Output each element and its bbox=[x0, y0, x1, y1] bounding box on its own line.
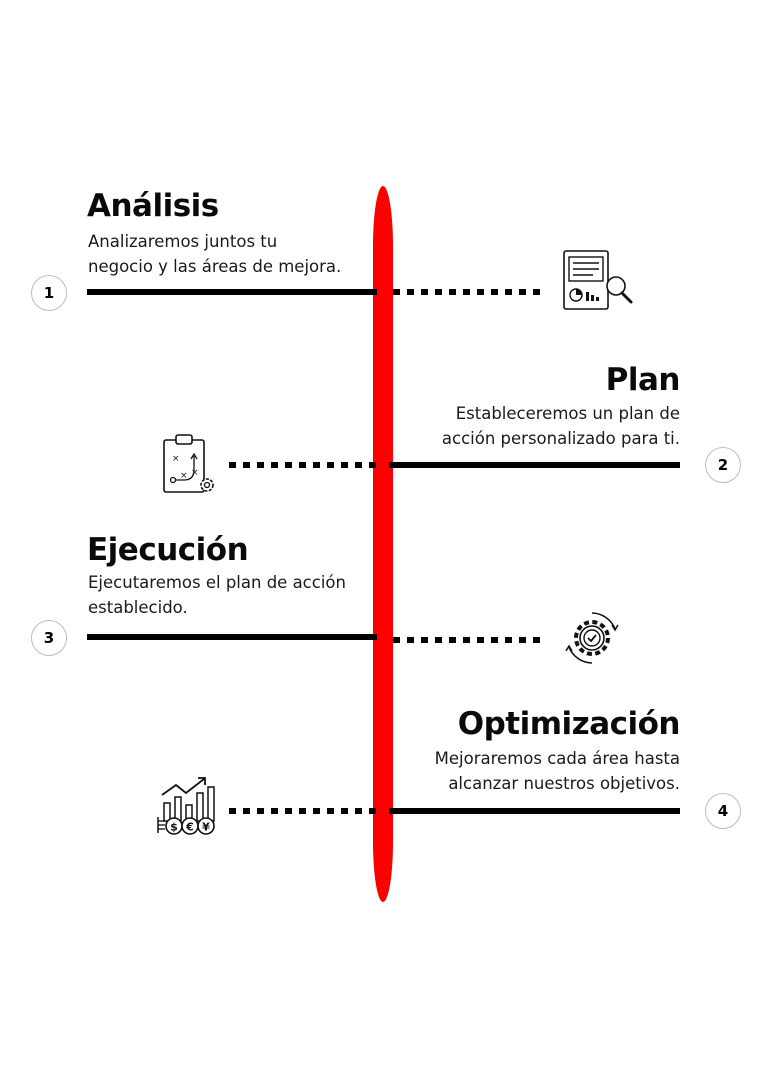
svg-text:×: × bbox=[180, 471, 188, 481]
svg-text:×: × bbox=[191, 468, 199, 478]
step-2-dotted-connector bbox=[229, 462, 377, 468]
step-3-number-badge: 3 bbox=[31, 620, 67, 656]
step-1-description: Analizaremos juntos tu negocio y las áre… bbox=[88, 232, 342, 276]
growth-chart-coins-icon: $ € ¥ bbox=[157, 777, 215, 835]
euro-symbol: € bbox=[185, 821, 194, 834]
step-4-dotted-connector bbox=[229, 808, 377, 814]
timeline-spine bbox=[373, 186, 393, 902]
step-4-description: Mejoraremos cada área hasta alcanzar nue… bbox=[434, 749, 680, 793]
step-3-connector-line bbox=[87, 634, 377, 640]
step-1-dotted-connector bbox=[393, 289, 541, 295]
step-2-connector-line bbox=[389, 462, 680, 468]
step-2-title: Plan bbox=[605, 362, 681, 398]
step-1-connector-line bbox=[87, 289, 377, 295]
step-3-dotted-connector bbox=[393, 637, 541, 643]
report-analysis-icon bbox=[563, 250, 633, 310]
dollar-symbol: $ bbox=[170, 821, 178, 834]
gear-check-icon bbox=[565, 612, 619, 664]
step-3-description: Ejecutaremos el plan de acción estableci… bbox=[88, 573, 346, 617]
step-1-title: Análisis bbox=[87, 188, 219, 224]
svg-text:×: × bbox=[172, 454, 180, 464]
step-1-number-badge: 1 bbox=[31, 275, 67, 311]
step-4-title: Optimización bbox=[457, 706, 681, 742]
strategy-clipboard-icon: × × × bbox=[163, 434, 214, 493]
step-4-connector-line bbox=[389, 808, 680, 814]
step-2-description: Estableceremos un plan de acción persona… bbox=[441, 404, 680, 448]
step-4-number-badge: 4 bbox=[705, 793, 741, 829]
step-3-title: Ejecución bbox=[87, 532, 249, 568]
step-2-number-badge: 2 bbox=[705, 447, 741, 483]
yen-symbol: ¥ bbox=[202, 821, 210, 834]
